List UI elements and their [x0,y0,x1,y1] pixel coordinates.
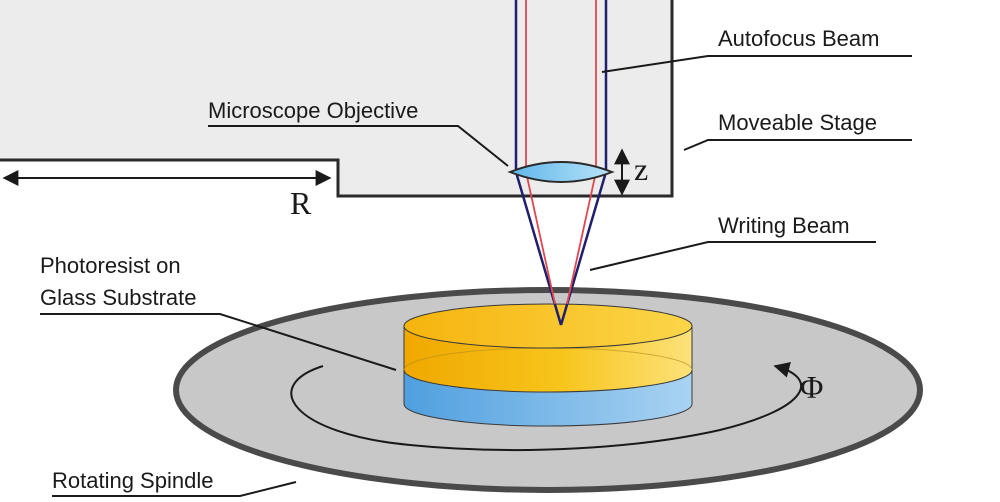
leader-microscope-objective [208,125,509,167]
leader-moveable-stage [683,139,912,151]
leader-rotating-spindle [52,481,297,497]
label-rotating-spindle: Rotating Spindle [52,468,213,493]
leader-autofocus-beam [601,55,912,73]
phi-symbol: Φ [800,369,823,405]
autofocus-beam-right-cone [566,171,597,305]
leader-photoresist [40,313,397,371]
rotation-arc [290,361,803,451]
label-writing-beam: Writing Beam [718,213,850,238]
leader-writing-beam [589,241,876,271]
moveable-stage [0,0,672,196]
autofocus-beam-left-cone [525,171,556,305]
microscope-objective-lens [507,161,615,183]
label-moveable-stage: Moveable Stage [718,110,877,135]
label-autofocus-beam: Autofocus Beam [718,26,879,51]
label-microscope-objective: Microscope Objective [208,98,418,123]
r-symbol: R [290,185,312,221]
label-photoresist-line2: Glass Substrate [40,285,197,310]
z-symbol: z [634,151,648,187]
photoresist-top [403,303,693,349]
label-photoresist-line1: Photoresist on [40,253,181,278]
stage-outline [0,0,674,198]
